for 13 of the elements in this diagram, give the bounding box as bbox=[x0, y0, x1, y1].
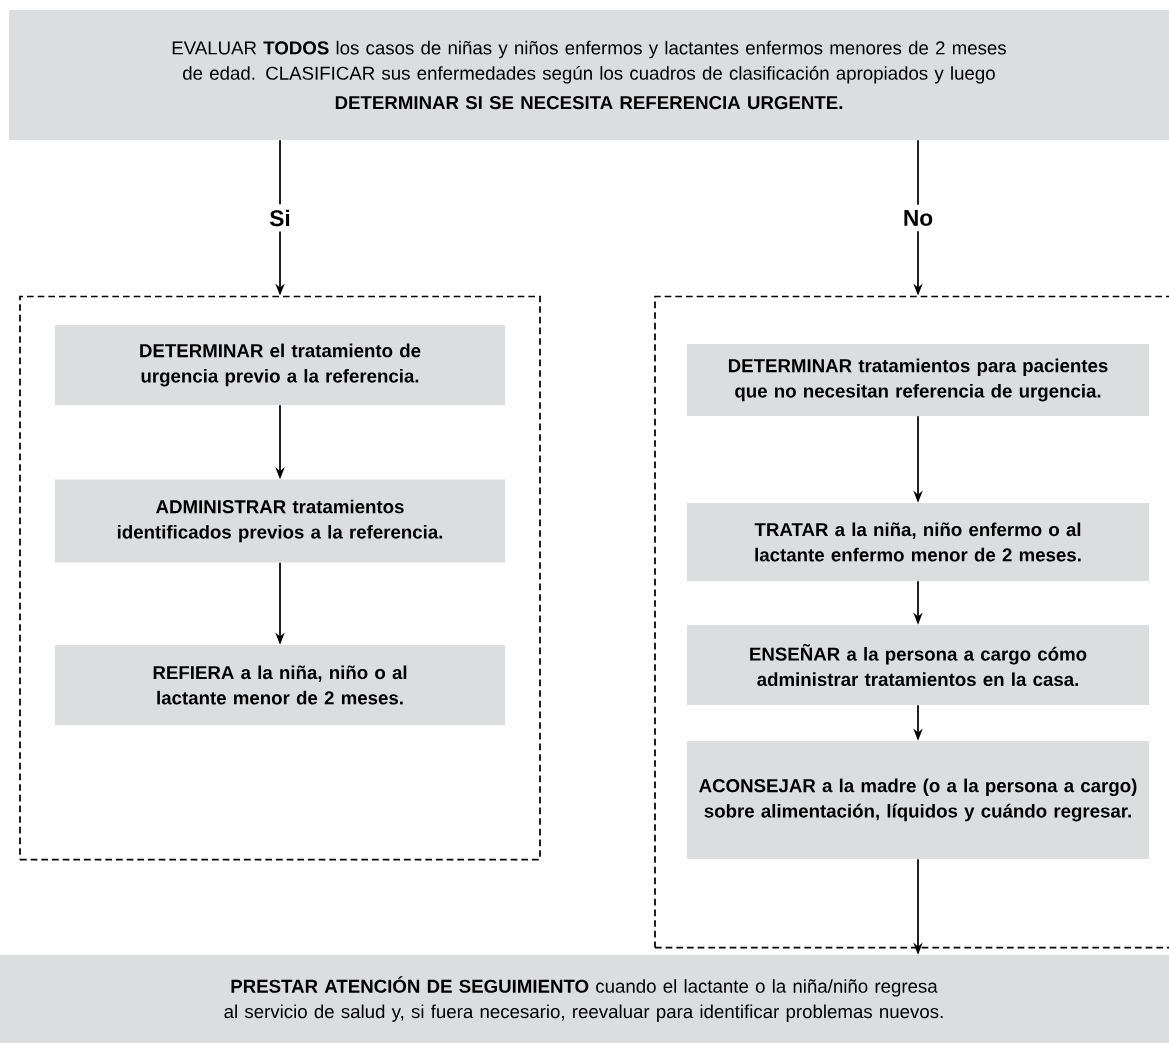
footer-box: PRESTAR ATENCIÓN DE SEGUIMIENTO cuando el lactante o la niña/niño regresa al servicio de salud y, si fuera necesario, reevaluar para identificar problemas nuevos. bbox=[0, 955, 1169, 1043]
process-box: ADMINISTRAR tratamientos identificados previos a la referencia. bbox=[55, 479, 505, 563]
process-box: DETERMINAR tratamientos para pacientes que no necesitan referencia de urgencia. bbox=[687, 344, 1149, 416]
process-box: ACONSEJAR a la madre (o a la persona a cargo) sobre alimentación, líquidos y cuándo regresar. bbox=[687, 741, 1149, 859]
header-box: EVALUAR TODOS los casos de niñas y niños enfermos y lactantes enfermos menores de 2 meses de edad. CLASIFICAR sus enfermedades según los cuadros de clasificación apropiados y luego DETERMINAR SI SE NECESITA REFERENCIA URGENTE. bbox=[9, 10, 1169, 140]
edge-label: No bbox=[897, 204, 939, 232]
edge-label: Si bbox=[263, 204, 297, 232]
dashed-frame bbox=[654, 295, 1169, 949]
process-box: REFIERA a la niña, niño o al lactante menor de 2 meses. bbox=[55, 645, 505, 725]
process-box: ENSEÑAR a la persona a cargo cómo administrar tratamientos en la casa. bbox=[687, 625, 1149, 705]
dashed-frame bbox=[19, 295, 541, 861]
process-box: DETERMINAR el tratamiento de urgencia previo a la referencia. bbox=[55, 325, 505, 405]
process-box: TRATAR a la niña, niño enfermo o al lactante enfermo menor de 2 meses. bbox=[687, 503, 1149, 581]
